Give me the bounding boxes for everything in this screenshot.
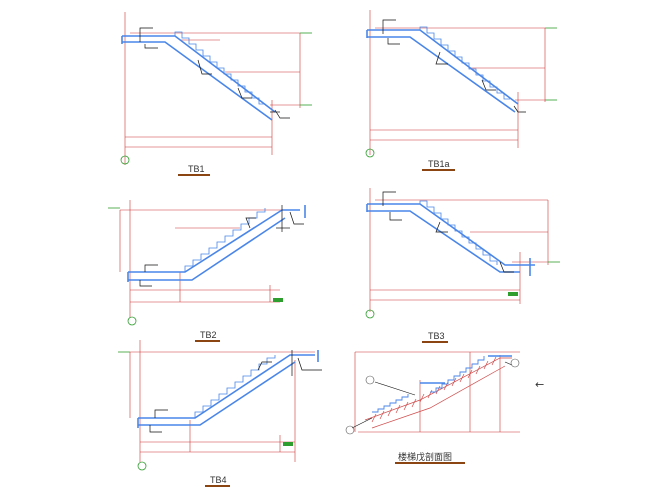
section-markers xyxy=(345,358,520,435)
dimension-lines xyxy=(369,188,549,312)
leader-lines xyxy=(149,350,322,433)
drawing-title-section: 楼梯戊剖面图 xyxy=(398,451,452,463)
dimension-lines xyxy=(354,351,520,433)
drawing-title-tb4: TB4 xyxy=(210,475,227,485)
drawing-title-tb1a: TB1a xyxy=(428,159,450,169)
stair-steps xyxy=(419,26,510,100)
level-marks xyxy=(545,27,557,101)
stair-drawing-tb4: TB4 xyxy=(118,340,322,487)
leader-lines xyxy=(139,205,304,287)
level-marks xyxy=(300,32,312,106)
axis-bubble xyxy=(365,148,375,158)
stair-drawing-tb2: TB2 xyxy=(108,200,306,342)
dimension-lines xyxy=(124,12,301,165)
reference-arrow: ← xyxy=(535,378,544,391)
drawing-title-tb3: TB3 xyxy=(428,331,445,341)
leader-lines xyxy=(351,361,513,429)
hatched-stair-section xyxy=(364,356,512,429)
axis-bubble xyxy=(120,155,130,165)
stair-slab xyxy=(366,29,519,113)
dimension-lines xyxy=(119,200,300,318)
stair-slab xyxy=(366,203,535,273)
leader-lines xyxy=(382,191,514,273)
dimension-lines xyxy=(129,340,315,462)
leader-lines xyxy=(139,27,290,119)
drawing-title-tb2: TB2 xyxy=(200,330,217,340)
section-steps xyxy=(372,355,512,413)
axis-bubble xyxy=(127,316,137,326)
drawing-title-tb1: TB1 xyxy=(188,164,205,174)
level-symbol xyxy=(283,442,293,446)
stair-slab xyxy=(127,209,300,282)
stair-section-drawing: ← 楼梯戊剖面图 xyxy=(345,351,544,464)
level-symbol xyxy=(508,292,518,296)
stair-drawing-tb1: TB1 xyxy=(120,12,312,176)
stair-steps xyxy=(419,200,498,265)
axis-bubble xyxy=(365,309,375,319)
stair-drawing-tb1a: TB1a xyxy=(365,10,557,171)
stair-slab xyxy=(121,35,276,121)
stair-drawing-tb3: TB3 xyxy=(365,188,560,343)
leader-lines xyxy=(382,19,526,113)
dimension-lines xyxy=(369,10,546,155)
stair-steps xyxy=(194,355,276,418)
level-symbol xyxy=(273,298,283,302)
stair-steps xyxy=(174,31,265,105)
stair-slab xyxy=(137,354,315,428)
axis-bubble xyxy=(137,461,147,471)
